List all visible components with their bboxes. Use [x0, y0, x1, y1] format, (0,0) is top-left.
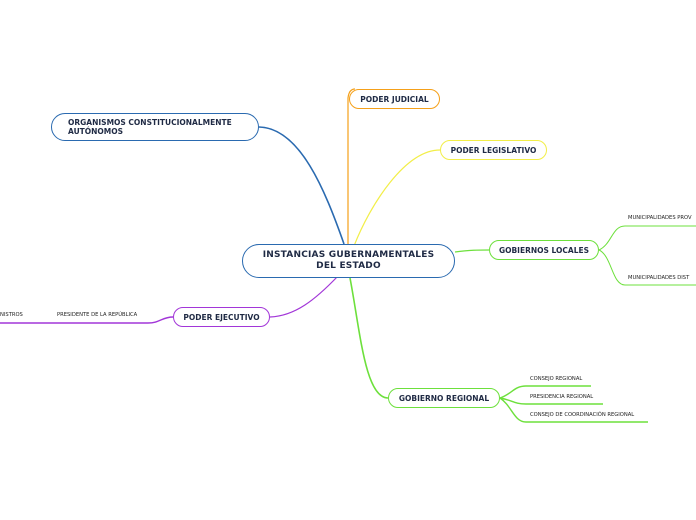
link-municipalidades-prov [598, 225, 696, 251]
subtopic-consejo-regional[interactable]: CONSEJO REGIONAL [530, 376, 583, 382]
node-organismos-line2: AUTÓNOMOS [68, 127, 124, 136]
link-consejo-coordinacion [499, 397, 648, 423]
node-poder-ejecutivo-label: PODER EJECUTIVO [183, 312, 260, 322]
central-topic[interactable]: INSTANCIAS GUBERNAMENTALES DEL ESTADO [242, 244, 455, 278]
subtopic-presidencia-regional[interactable]: PRESIDENCIA REGIONAL [530, 394, 594, 400]
subtopic-municipalidades-dist[interactable]: MUNICIPALIDADES DIST [628, 275, 690, 281]
central-topic-line2: DEL ESTADO [316, 261, 381, 271]
link-consejo-regional [499, 385, 591, 399]
node-poder-judicial[interactable]: PODER JUDICIAL [349, 89, 440, 109]
node-gobierno-regional-label: GOBIERNO REGIONAL [398, 393, 490, 403]
link-legislativo [353, 149, 441, 247]
central-topic-line1: INSTANCIAS GUBERNAMENTALES [262, 250, 435, 260]
link-presidente [53, 316, 174, 324]
node-poder-legislativo[interactable]: PODER LEGISLATIVO [440, 140, 547, 160]
node-gobiernos-locales-label: GOBIERNOS LOCALES [498, 245, 590, 255]
subtopic-consejo-coordinacion-regional[interactable]: CONSEJO DE COORDINACIÓN REGIONAL [530, 412, 635, 418]
node-gobierno-regional[interactable]: GOBIERNO REGIONAL [388, 388, 500, 408]
link-presidencia-regional [499, 397, 603, 405]
node-organismos-line1: ORGANISMOS CONSTITUCIONALMENTE [68, 118, 232, 127]
link-ejecutivo [269, 275, 339, 318]
node-poder-legislativo-label: PODER LEGISLATIVO [450, 145, 537, 155]
link-municipalidades-dist [598, 249, 696, 286]
subtopic-presidente-republica[interactable]: PRESIDENTE DE LA REPÚBLICA [57, 312, 138, 318]
subtopic-ministros[interactable]: NISTROS [0, 312, 23, 318]
node-gobiernos-locales[interactable]: GOBIERNOS LOCALES [489, 240, 599, 260]
link-locales [454, 249, 490, 253]
node-poder-judicial-label: PODER JUDICIAL [360, 94, 429, 104]
link-organismos [258, 126, 345, 245]
node-organismos-autonomos[interactable]: ORGANISMOS CONSTITUCIONALMENTE AUTÓNOMOS [51, 113, 259, 141]
link-regional [349, 277, 389, 399]
subtopic-municipalidades-prov[interactable]: MUNICIPALIDADES PROV [628, 215, 692, 221]
link-judicial [347, 88, 356, 244]
node-poder-ejecutivo[interactable]: PODER EJECUTIVO [173, 307, 270, 327]
